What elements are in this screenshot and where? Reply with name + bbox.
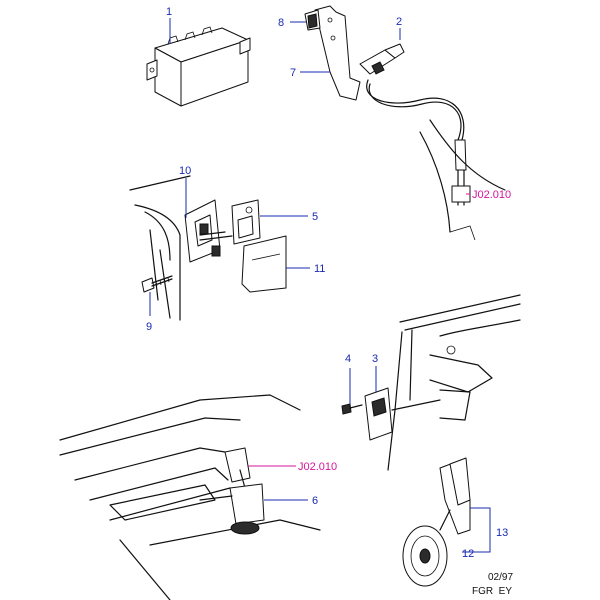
callout-5: 5 xyxy=(312,211,318,223)
connector-5 xyxy=(231,199,261,245)
reference-label-top[interactable]: J02.010 xyxy=(472,189,511,201)
sensor-6 xyxy=(199,447,265,535)
footer-date: 02/97 xyxy=(488,572,513,583)
callout-6: 6 xyxy=(312,495,318,507)
cover-11 xyxy=(241,235,287,293)
callout-2: 2 xyxy=(396,16,402,28)
leader-lines xyxy=(149,18,491,553)
screw-9 xyxy=(141,275,173,293)
tailgate-frame xyxy=(387,294,521,471)
floor-area xyxy=(59,394,321,600)
pillar-outline-top-right xyxy=(419,119,506,241)
door-frame-left xyxy=(129,175,191,321)
callout-12: 12 xyxy=(462,548,474,560)
reference-leaders xyxy=(248,193,470,467)
reference-label-bottom[interactable]: J02.010 xyxy=(298,461,337,473)
callout-4: 4 xyxy=(345,353,351,365)
switch-3 xyxy=(364,387,441,441)
callout-10: 10 xyxy=(179,165,191,177)
footer-code: FGR EY xyxy=(472,586,512,597)
callout-3: 3 xyxy=(372,353,378,365)
callout-11: 11 xyxy=(314,263,325,275)
callout-8: 8 xyxy=(278,17,284,29)
horn-assembly xyxy=(402,457,471,587)
control-module xyxy=(146,26,251,107)
screw-4 xyxy=(341,403,363,415)
bracket-assembly xyxy=(304,5,361,101)
switch xyxy=(359,43,405,75)
callout-7: 7 xyxy=(290,67,296,79)
callout-9: 9 xyxy=(146,321,152,333)
latch-assembly xyxy=(184,199,233,263)
callout-1: 1 xyxy=(166,6,172,18)
callout-13: 13 xyxy=(496,527,508,539)
cable xyxy=(366,79,471,206)
